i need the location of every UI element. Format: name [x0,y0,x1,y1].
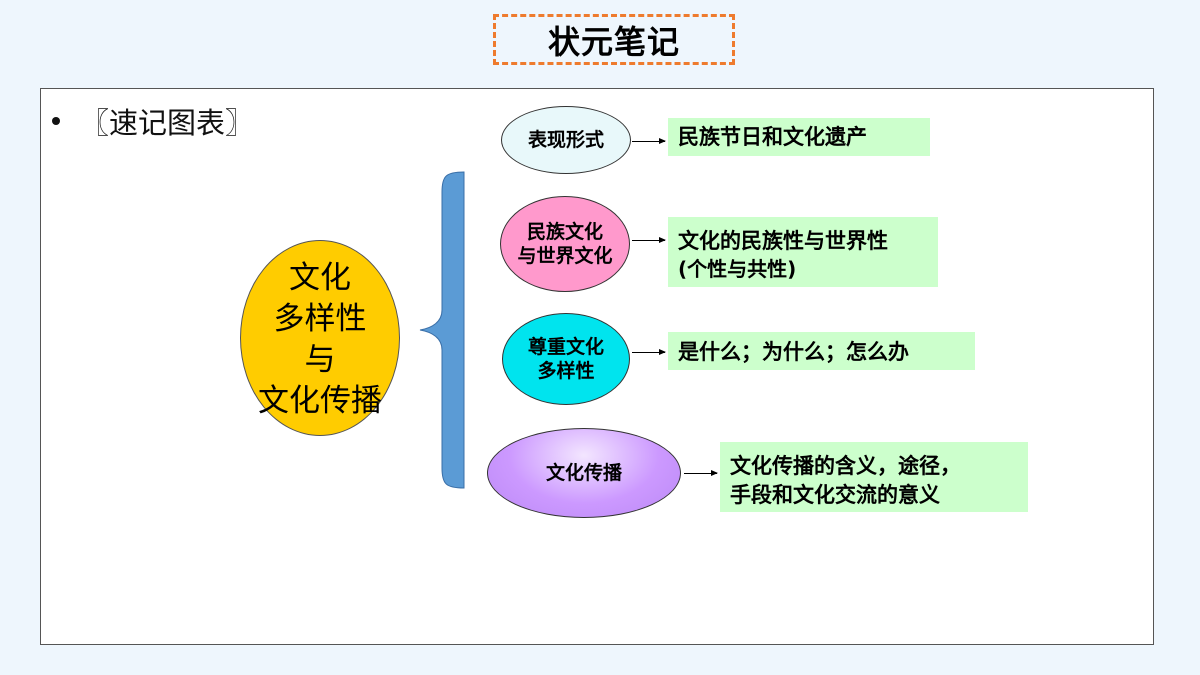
tag-cultural-transmission: 文化传播的含义，途径， 手段和文化交流的意义 [720,442,1028,512]
center-label-line: 文化传播 [258,383,382,419]
tag-line: 文化传播的含义，途径， [730,454,961,478]
node-label-line: 表现形式 [527,129,604,151]
tag-line: 文化的民族性与世界性 [678,229,888,253]
center-label-line: 与 [304,342,336,378]
arrow-1-icon [632,138,666,144]
curly-brace-icon [419,171,465,489]
node-label-line: 尊重文化 [527,336,604,358]
arrow-4-icon [684,470,718,476]
arrow-2-icon [632,237,666,243]
node-label-line: 文化传播 [545,462,622,484]
tag-line: (个性与共性) [678,257,797,281]
center-ellipse [240,240,400,436]
center-label-line: 多样性 [273,301,367,337]
node-cultural-transmission: 文化传播 [487,428,681,518]
slide-title: 状元笔记 [547,22,680,61]
arrow-3-icon [632,349,666,355]
tag-line: 是什么；为什么；怎么办 [678,340,909,364]
node-respect-diversity: 尊重文化 多样性 [502,313,630,405]
node-label-line: 多样性 [537,360,595,382]
node-label-line: 民族文化 [526,221,603,243]
bullet-text: 〖速记图表〗 [80,106,255,140]
tag-respect-diversity: 是什么；为什么；怎么办 [668,332,975,370]
tag-line: 民族节日和文化遗产 [678,125,867,149]
center-label: 文化 多样性 与 文化传播 [240,258,400,422]
node-expression-forms: 表现形式 [501,106,631,174]
node-national-world-culture: 民族文化 与世界文化 [500,196,630,292]
node-label-line: 与世界文化 [517,245,613,267]
slide-title-box: 状元笔记 [493,14,735,65]
bullet-dot-icon [52,117,60,125]
bullet-line: 〖速记图表〗 [52,100,254,142]
tag-national-world-culture: 文化的民族性与世界性 (个性与共性) [668,217,938,287]
tag-expression-forms: 民族节日和文化遗产 [668,118,930,156]
tag-line: 手段和文化交流的意义 [730,483,940,507]
center-label-line: 文化 [289,260,351,296]
